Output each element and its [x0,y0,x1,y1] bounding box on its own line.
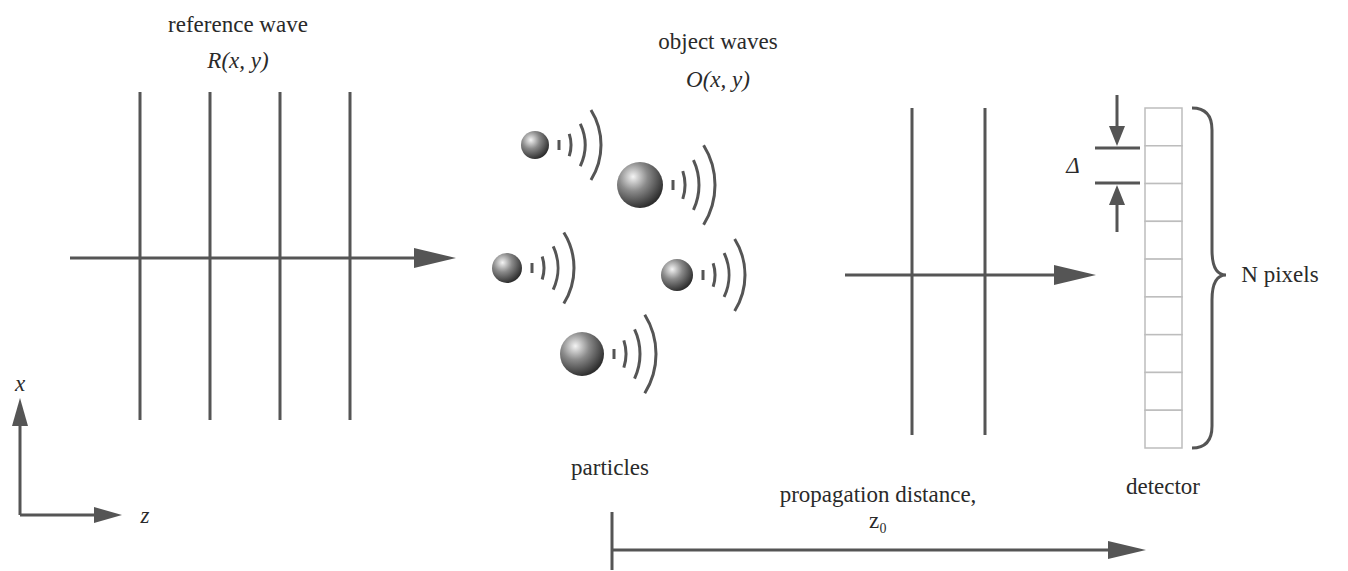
label: x [15,371,25,397]
particle [661,259,693,291]
scattered-wavefront [713,263,715,286]
dimension-line [1095,147,1140,150]
wave-dash [613,349,616,359]
propagation-arrow [845,274,1058,277]
dimension-line [1095,182,1140,185]
scattered-wavefront [735,239,745,311]
scattered-wavefront [683,171,685,199]
scattered-wavefront [564,232,574,303]
wavefront-line [139,92,142,420]
arrow-head [1054,265,1096,285]
label: reference wave [168,12,308,38]
detector-pixel [1145,297,1182,335]
scattered-wavefront [580,124,585,166]
wavefront-line [911,108,914,435]
scattered-wavefront [645,315,656,393]
detector-pixel [1145,146,1182,184]
detector-pixel [1145,184,1182,222]
wavefront-line [209,92,212,420]
arrow-head [12,398,28,426]
scattered-wavefront [553,246,558,289]
distance-arrow [612,549,1110,552]
detector-pixel [1145,259,1182,297]
particle [560,332,604,376]
scattered-wavefront [542,257,544,280]
axis-line [20,514,95,517]
scattered-wavefront [591,110,601,180]
label: R(x, y) [207,48,268,74]
detector-pixel [1145,410,1182,448]
wavefront-line [984,108,987,435]
particle [617,162,663,208]
label: detector [1126,474,1200,500]
particle [521,131,549,159]
detector-pixel [1145,221,1182,259]
scattered-wavefront [724,253,729,297]
arrow-head [414,248,456,268]
label: Δ [1066,153,1080,179]
label: z [141,503,150,529]
arrow-head [1109,185,1125,205]
label: propagation distance, z₀ [778,482,978,535]
scattered-wavefront [624,340,626,367]
brace [1192,108,1226,448]
arrow-head [1108,541,1146,559]
scattered-wavefront [569,134,571,156]
distance-tick [611,512,614,570]
wave-dash [702,270,705,280]
arrow-head [94,507,122,523]
dimension-arrow [1116,95,1119,128]
wavefront-line [349,92,352,420]
wavefront-line [279,92,282,420]
label: object waves [658,29,777,55]
wave-dash [558,140,561,150]
detector-pixel [1145,335,1182,373]
particle [492,253,522,283]
label: O(x, y) [686,67,750,93]
wave-dash [672,180,675,190]
axis-line [19,425,22,515]
detector-pixel [1145,372,1182,410]
detector-pixel [1145,108,1182,146]
dimension-arrow [1116,205,1119,232]
scattered-wavefront [635,329,640,378]
propagation-arrow [70,257,418,260]
label: N pixels [1241,262,1318,288]
wave-dash [531,263,534,273]
scattered-wavefront [693,160,699,210]
arrow-head [1109,126,1125,146]
label: particles [571,455,649,481]
scattered-wavefront [704,145,715,224]
